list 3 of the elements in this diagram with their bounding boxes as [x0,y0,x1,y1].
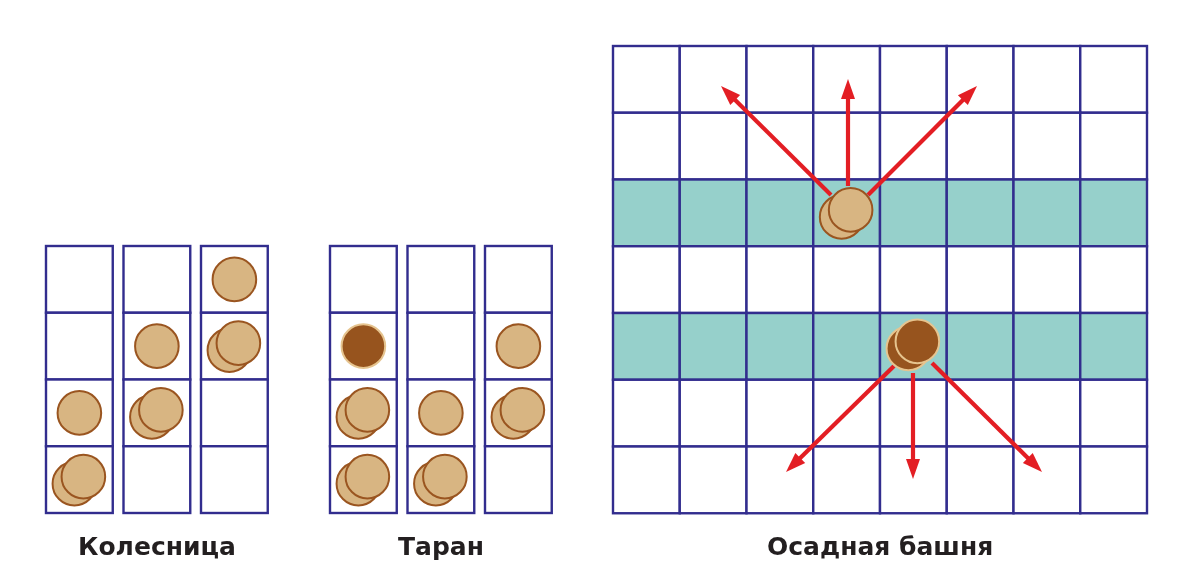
board-caption: Таран [398,532,484,562]
board-caption: Осадная башня [767,532,994,562]
board-caption: Колесница [78,532,236,562]
